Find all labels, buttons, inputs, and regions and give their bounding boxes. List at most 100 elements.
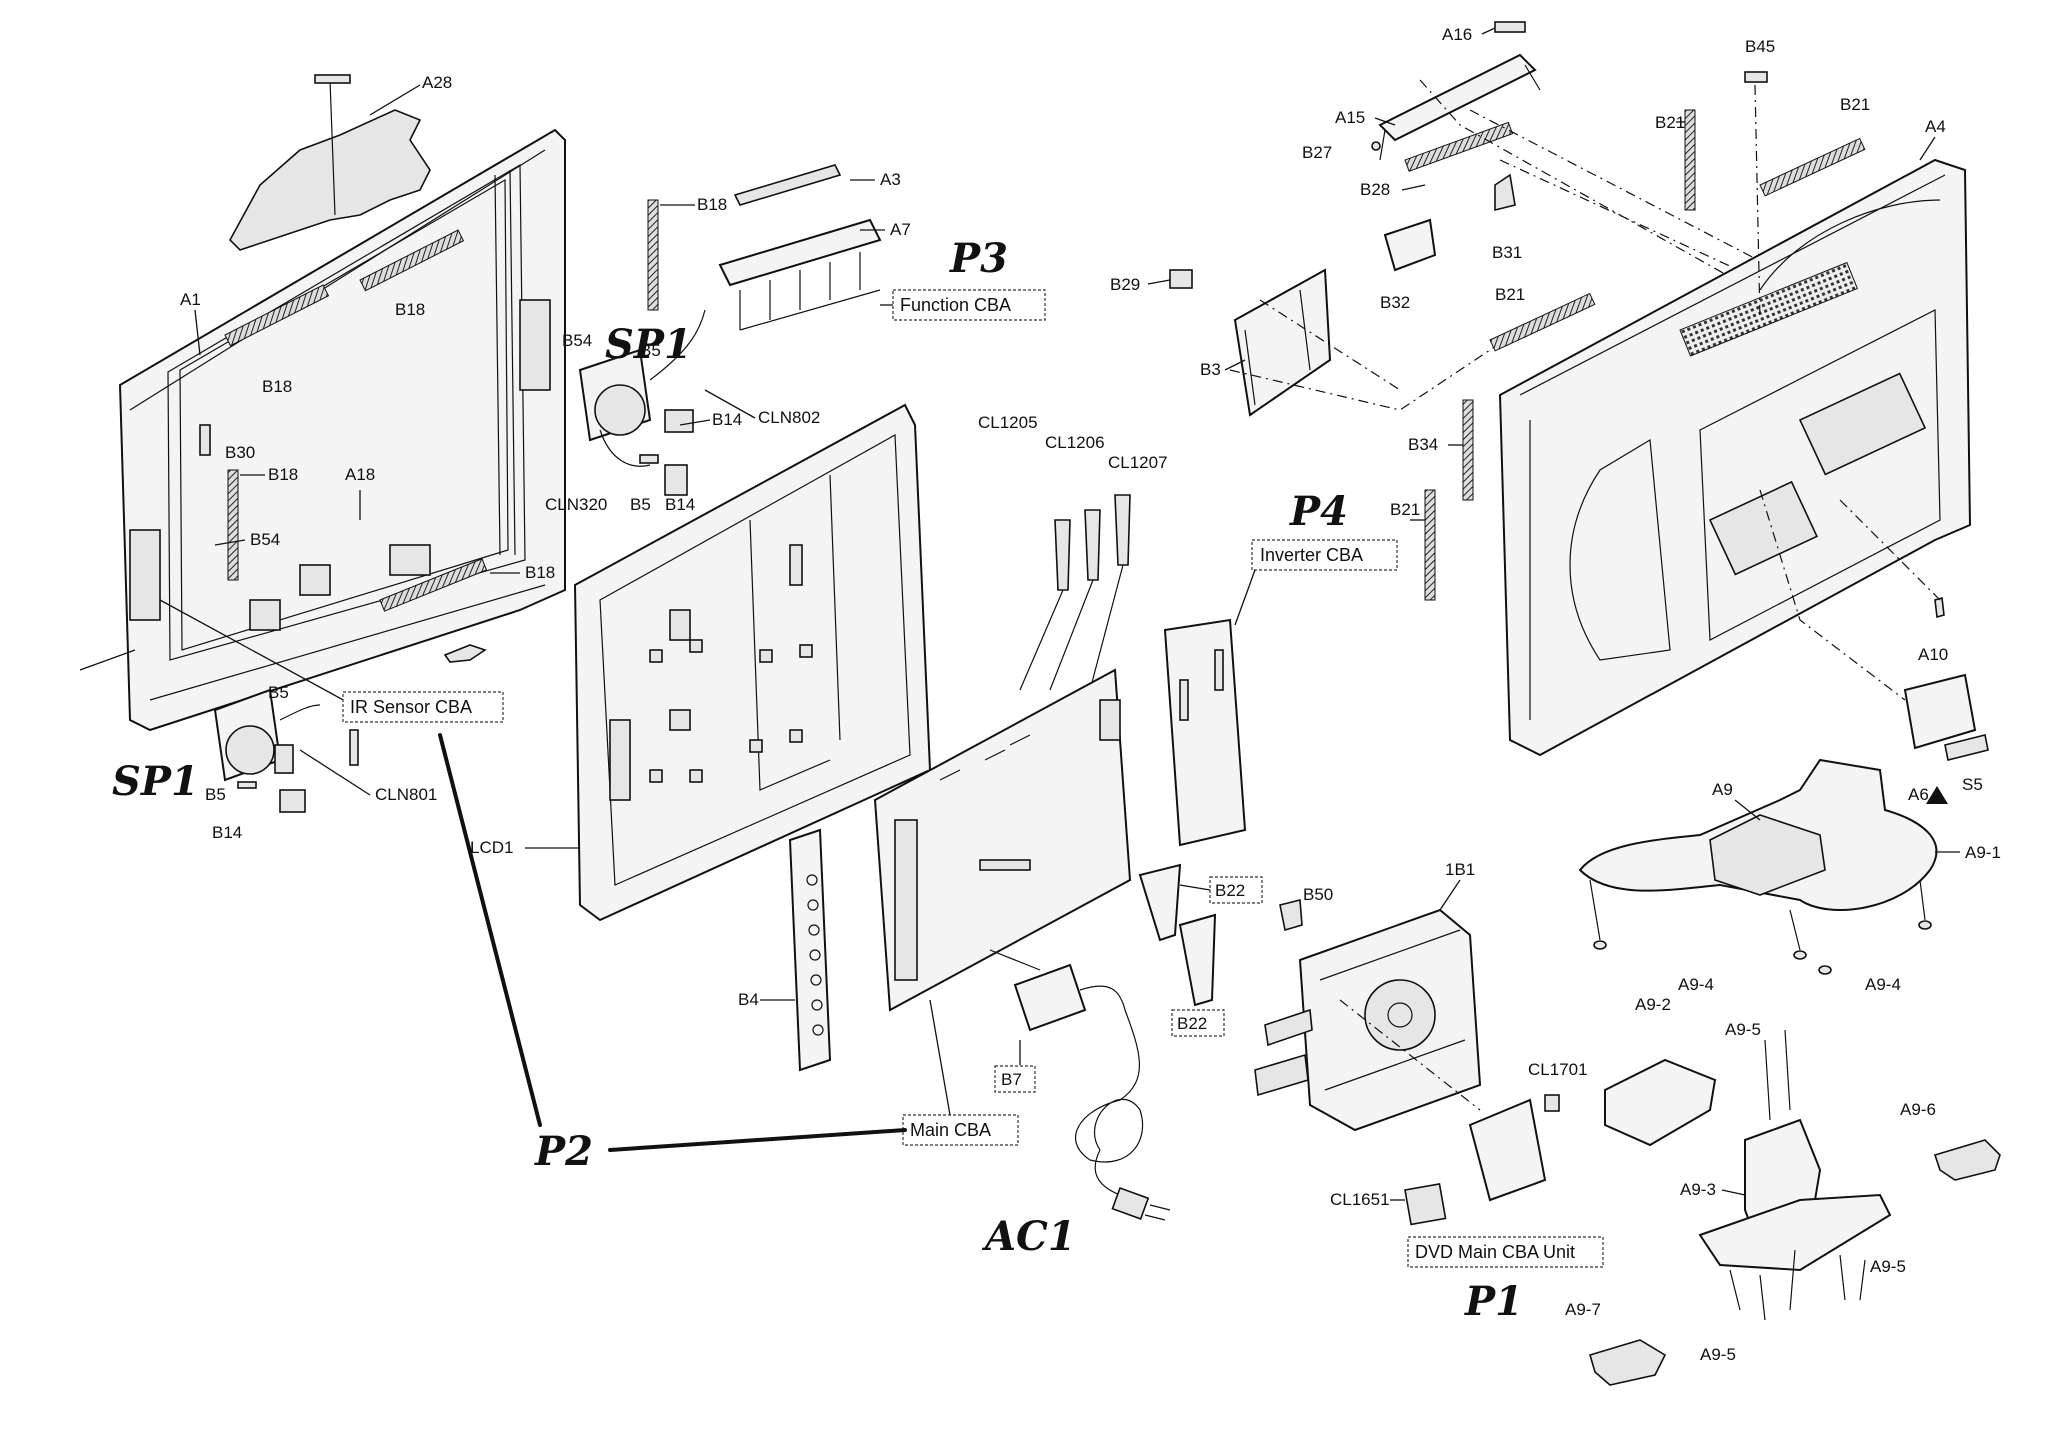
label-b14-bottom: B14: [212, 823, 242, 842]
inverter-cba-label: Inverter CBA: [1260, 545, 1363, 565]
top-bracket-a15: [1371, 21, 1541, 172]
label-b14-top: B14: [712, 410, 742, 429]
label-b18-a: B18: [262, 377, 292, 396]
power-cord-ac1: [989, 949, 1171, 1221]
strip-b21-c: [1489, 292, 1596, 352]
part-b30: [199, 424, 211, 456]
label-b18-e: B18: [525, 563, 555, 582]
label-a9-7: A9-7: [1565, 1300, 1601, 1319]
label-b50: B50: [1303, 885, 1333, 904]
label-a9-5-top: A9-5: [1725, 1020, 1761, 1039]
label-b28: B28: [1360, 180, 1390, 199]
cable-cl1205: [1054, 519, 1071, 591]
label-cln801: CLN801: [375, 785, 437, 804]
label-a9-2: A9-2: [1635, 995, 1671, 1014]
label-a9-4-a: A9-4: [1678, 975, 1714, 994]
label-b45: B45: [1745, 37, 1775, 56]
label-b5-bottom-b: B5: [205, 785, 226, 804]
label-b54-mid: B54: [250, 530, 280, 549]
label-a28: A28: [422, 73, 452, 92]
label-b18-b: B18: [395, 300, 425, 319]
dvd-main-cba-unit-label: DVD Main CBA Unit: [1415, 1242, 1575, 1262]
label-a7: A7: [890, 220, 911, 239]
label-cln802: CLN802: [758, 408, 820, 427]
cable-cl1206: [1084, 509, 1101, 581]
label-cl1701: CL1701: [1528, 1060, 1588, 1079]
dvd-main-cba: [1404, 1094, 1560, 1226]
warning-triangle-icon: [1926, 786, 1948, 804]
part-a3-a7: [718, 164, 882, 331]
strip-b21-b: [1759, 137, 1866, 197]
main-cba-label: Main CBA: [910, 1120, 991, 1140]
label-b21-a: B21: [1655, 113, 1685, 132]
part-a9-7: [1589, 1339, 1667, 1386]
part-b31: [1494, 173, 1516, 212]
label-a3: A3: [880, 170, 901, 189]
part-b45: [1744, 71, 1768, 83]
label-lcd1: LCD1: [470, 838, 513, 857]
label-b29: B29: [1110, 275, 1140, 294]
label-b18-c: B18: [697, 195, 727, 214]
strip-b18-e: [379, 558, 488, 612]
label-s5: S5: [1962, 775, 1983, 794]
label-b22-b: B22: [1177, 1014, 1207, 1033]
label-a18: A18: [345, 465, 375, 484]
stand-neck-a9-2-a9-3: [1604, 1029, 1892, 1272]
label-b14-mid: B14: [665, 495, 695, 514]
label-cln320: CLN320: [545, 495, 607, 514]
label-b21-d: B21: [1390, 500, 1420, 519]
label-cl1651: CL1651: [1330, 1190, 1390, 1209]
strip-b18-d: [227, 469, 239, 581]
hand-p2: P2: [534, 1128, 593, 1175]
label-b30: B30: [225, 443, 255, 462]
speaker-top: [578, 309, 706, 496]
strip-b18-c: [647, 199, 659, 311]
label-b22-a: B22: [1215, 881, 1245, 900]
label-cl1205: CL1205: [978, 413, 1038, 432]
main-cba-board: [873, 668, 1132, 1012]
cable-cl1207: [1114, 494, 1131, 566]
label-a9-4-b: A9-4: [1865, 975, 1901, 994]
hand-sp1-top: SP1: [605, 321, 692, 368]
label-a6: A6: [1908, 785, 1929, 804]
stand-a9: [1578, 758, 1938, 975]
part-a10: [1934, 596, 1945, 619]
strip-b34: [1462, 399, 1474, 501]
bracket-b3: [1233, 268, 1332, 417]
label-a9: A9: [1712, 780, 1733, 799]
hand-ac1: AC1: [981, 1213, 1076, 1260]
hand-p4: P4: [1289, 488, 1348, 535]
label-a9-5-right: A9-5: [1870, 1257, 1906, 1276]
ir-sensor-cba-label: IR Sensor CBA: [350, 697, 472, 717]
label-b4: B4: [738, 990, 759, 1009]
label-b5-top: B5: [640, 341, 661, 360]
label-b18-d: B18: [268, 465, 298, 484]
label-b32: B32: [1380, 293, 1410, 312]
handwritten-markers: P3 P4 SP1 SP1 P2 AC1 P1: [112, 235, 1523, 1325]
inverter-cba-board: [1163, 618, 1247, 847]
hand-sp1-bottom: SP1: [112, 758, 199, 805]
speaker-bottom: [213, 688, 359, 813]
label-a15: A15: [1335, 108, 1365, 127]
strip-b18-b: [359, 229, 465, 292]
label-a9-1: A9-1: [1965, 843, 2001, 862]
bracket-b22-b: [1178, 913, 1217, 1007]
part-a28: [229, 74, 431, 251]
label-b54-top: B54: [562, 331, 592, 350]
lcd-panel-lcd1: [573, 403, 932, 922]
label-b7: B7: [1001, 1070, 1022, 1089]
label-a9-5-bottom: A9-5: [1700, 1345, 1736, 1364]
label-b21-c: B21: [1495, 285, 1525, 304]
strip-b18-a: [224, 284, 330, 347]
label-a16: A16: [1442, 25, 1472, 44]
function-cba-label: Function CBA: [900, 295, 1011, 315]
hand-p3: P3: [949, 235, 1008, 282]
label-cl1206: CL1206: [1045, 433, 1105, 452]
part-b32: [1383, 218, 1437, 272]
bracket-b22-a: [1138, 863, 1182, 942]
label-1b1: 1B1: [1445, 860, 1475, 879]
label-b5-bottom-a: B5: [268, 683, 289, 702]
label-a4: A4: [1925, 117, 1946, 136]
